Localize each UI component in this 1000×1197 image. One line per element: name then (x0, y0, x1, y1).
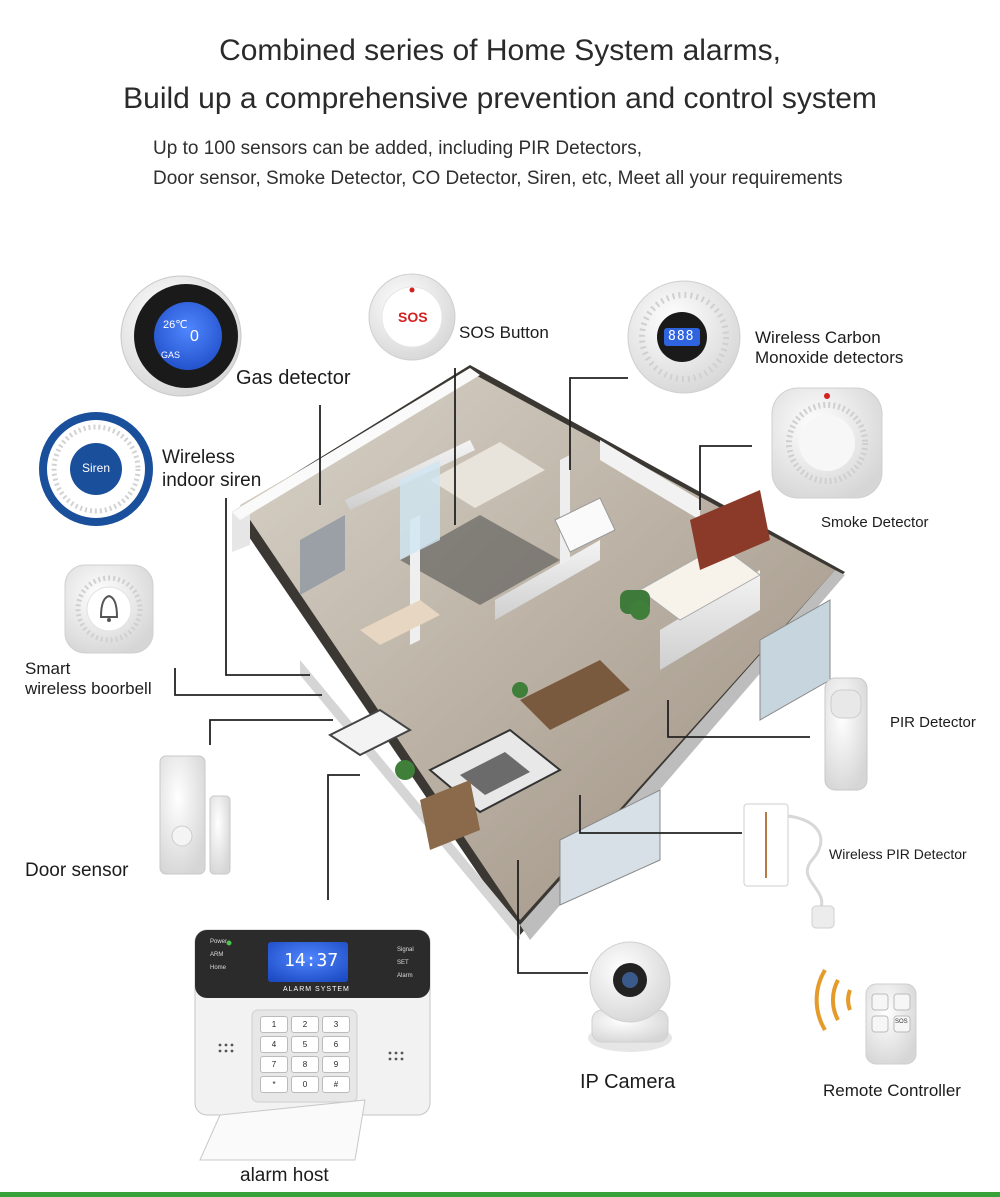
keypad-key[interactable]: 8 (291, 1056, 319, 1073)
leader-siren (225, 498, 310, 676)
keypad-key[interactable]: * (260, 1076, 288, 1093)
siren-device (39, 412, 153, 526)
host-keypad: 1 2 3 4 5 6 7 8 9 * 0 # (260, 1016, 350, 1093)
co-detector-device (627, 280, 741, 394)
label-door-sensor: Door sensor (25, 860, 129, 881)
smoke-detector-device (771, 387, 883, 499)
wireless-pir-detector-device (743, 803, 835, 929)
label-wireless-pir-detector: Wireless PIR Detector (829, 846, 967, 862)
leader-co (569, 377, 628, 470)
label-gas-detector: Gas detector (236, 367, 351, 389)
keypad-key[interactable]: 2 (291, 1016, 319, 1033)
host-indicator-signal: Signal (397, 947, 414, 953)
keypad-key[interactable]: 4 (260, 1036, 288, 1053)
label-ip-camera: IP Camera (580, 1071, 676, 1093)
host-left-indicators: Power ARM Home (210, 936, 227, 975)
ip-camera-device (588, 941, 672, 1052)
gas-display-value: 0 (190, 328, 199, 345)
leader-door (209, 719, 333, 745)
host-indicator-power: Power (210, 939, 228, 945)
leader-doorbell (174, 668, 322, 696)
label-doorbell-line-2: wireless boorbell (25, 679, 152, 698)
host-lcd-time: 14:37 (284, 950, 339, 971)
label-siren-line-1: Wireless (162, 447, 235, 468)
keypad-key[interactable]: 7 (260, 1056, 288, 1073)
door-sensor-device (159, 755, 231, 875)
label-siren-line-2: indoor siren (162, 470, 262, 491)
keypad-key[interactable]: # (322, 1076, 350, 1093)
leader-wpir (579, 795, 742, 834)
label-alarm-host: alarm host (240, 1165, 329, 1186)
remote-sos-key: SOS (895, 1019, 908, 1025)
host-indicator-home: Home (210, 965, 227, 971)
label-co-detector-line-2: Monoxide detectors (755, 348, 904, 367)
keypad-key[interactable]: 9 (322, 1056, 350, 1073)
page-title-line-1: Combined series of Home System alarms, (219, 34, 781, 67)
host-indicator-set: SET (397, 960, 409, 966)
host-caption: ALARM SYSTEM (283, 986, 350, 993)
subtitle-line-2: Door sensor, Smoke Detector, CO Detector… (153, 168, 843, 189)
keypad-key[interactable]: 0 (291, 1076, 319, 1093)
keypad-key[interactable]: 6 (322, 1036, 350, 1053)
host-right-indicators: Signal SET Alarm (397, 944, 414, 983)
remote-controller-device (814, 968, 917, 1065)
host-indicator-alarm: Alarm (397, 973, 413, 979)
keypad-key[interactable]: 3 (322, 1016, 350, 1033)
keypad-key[interactable]: 1 (260, 1016, 288, 1033)
keypad-key[interactable]: 5 (291, 1036, 319, 1053)
leader-lines (174, 368, 810, 974)
leader-smoke (699, 445, 752, 510)
pir-detector-device (824, 677, 868, 791)
leader-camera (517, 860, 588, 974)
leader-host (327, 774, 360, 900)
doorbell-device (64, 564, 154, 654)
gas-display-temp: 26℃ (163, 319, 188, 331)
house-floorplan (232, 365, 845, 940)
gas-display-unit: GAS (161, 350, 181, 360)
label-smoke-detector: Smoke Detector (821, 514, 929, 531)
gas-detector-device (120, 275, 242, 397)
label-pir-detector: PIR Detector (890, 714, 976, 731)
sos-button-device (368, 273, 456, 361)
sos-button-text: SOS (398, 309, 428, 325)
leader-pir (667, 700, 810, 738)
page-title-line-2: Build up a comprehensive prevention and … (123, 82, 877, 115)
co-display-text: 888 (668, 329, 695, 344)
siren-face-text: Siren (82, 461, 111, 475)
subtitle-line-1: Up to 100 sensors can be added, includin… (153, 138, 643, 159)
bottom-accent-bar (0, 1192, 1000, 1197)
label-sos-button: SOS Button (459, 323, 549, 342)
label-doorbell-line-1: Smart (25, 659, 71, 678)
label-remote-controller: Remote Controller (823, 1081, 961, 1100)
host-indicator-arm: ARM (210, 952, 224, 958)
label-co-detector-line-1: Wireless Carbon (755, 328, 881, 347)
